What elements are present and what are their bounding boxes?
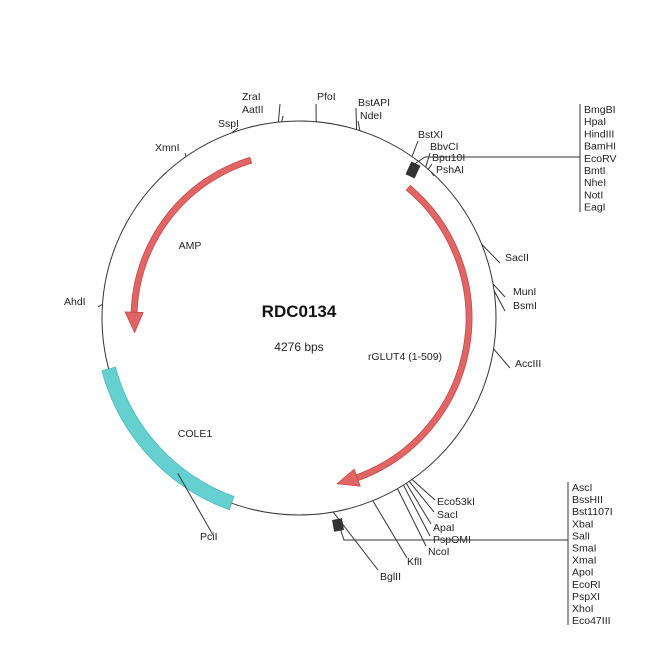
site-tick-muni (492, 283, 506, 298)
site-tick-zrai (277, 103, 281, 123)
site-tick-ahdi (97, 303, 103, 308)
site-label-ndei: NdeI (360, 110, 382, 122)
site-label-ahdi: AhdI (64, 296, 86, 308)
site-label-bstapi: BstAPI (358, 97, 390, 109)
site-label-bsmi: BsmI (513, 300, 537, 312)
mcs-site-label: HpaI (584, 116, 606, 128)
mcs-site-label: SmaI (572, 543, 597, 555)
mcs-site-label: HindIII (584, 128, 614, 140)
backbone-circle (101, 120, 497, 516)
mcs-site-label: Bst1107I (572, 506, 613, 518)
site-tick-bpu10i (427, 163, 433, 170)
site-tick-xmni (184, 152, 187, 157)
site-label-bglii: BglII (380, 571, 401, 583)
site-label-kfli: KflI (407, 556, 422, 568)
mcs-site-label: NotI (584, 189, 603, 201)
mcs-site-label: Eco47III (572, 615, 611, 627)
amp-arrow (124, 156, 253, 334)
mcs-site-label: SalI (572, 530, 590, 542)
site-label-sacii: SacII (505, 252, 529, 264)
mcs-top-leader (412, 156, 580, 166)
site-tick-aatii (281, 115, 284, 122)
mcs-site-label: BssHII (572, 494, 603, 506)
site-tick-ndei (357, 120, 361, 131)
site-tick-bbvci (425, 152, 431, 168)
mcs-site-label: XmaI (572, 555, 597, 567)
mcs-site-label: XhoI (572, 603, 594, 615)
site-tick-kfli (372, 500, 408, 559)
site-tick-sspi (231, 127, 239, 134)
site-tick-ncoi (397, 488, 427, 547)
mcs-site-label: ApoI (572, 567, 594, 579)
cole1-feature (101, 366, 235, 511)
plasmid-size: 4276 bps (274, 340, 323, 354)
mcs-site-label: AscI (572, 482, 592, 494)
mcs-site-label: PspXI (572, 591, 600, 603)
site-label-eco53ki: Eco53kI (437, 496, 475, 508)
site-label-ncoi: NcoI (428, 546, 450, 558)
site-tick-acciii (493, 348, 511, 369)
mcs-site-label: XbaI (572, 518, 594, 530)
mcs-site-label: BamHI (584, 141, 616, 153)
site-label-muni: MunI (513, 286, 536, 298)
site-tick-bstapi (355, 107, 358, 130)
site-label-saci: SacI (437, 509, 458, 521)
site-label-pshai: PshAI (436, 164, 464, 176)
feature-label-rglut4: rGLUT4 (1-509) (368, 351, 442, 363)
feature-label-cole1: COLE1 (178, 428, 213, 440)
site-label-bbvci: BbvCI (430, 141, 459, 153)
site-label-apai: ApaI (433, 522, 455, 534)
mcs-top-marker (405, 161, 421, 179)
mcs-site-label: BmgBI (584, 104, 616, 116)
site-label-xmni: XmnI (155, 142, 180, 154)
site-tick-pspomi (402, 484, 431, 537)
mcs-bottom-leader (339, 527, 568, 541)
site-tick-pcii (177, 472, 214, 536)
site-tick-sacii (481, 243, 501, 264)
site-tick-bsmi (493, 290, 506, 312)
mcs-site-label: EcoRV (584, 153, 617, 165)
site-tick-pshai (430, 171, 435, 177)
site-tick-saci (408, 481, 435, 513)
feature-label-amp: AMP (179, 240, 202, 252)
site-tick-bstxi (411, 140, 419, 157)
site-label-zrai: ZraI (242, 91, 261, 103)
site-label-bpu10i: Bpu10I (432, 152, 465, 164)
plasmid-name: RDC0134 (262, 302, 337, 321)
site-label-aatii: AatII (242, 104, 264, 116)
site-label-sspi: SspI (218, 118, 239, 130)
site-label-pcii: PciI (200, 531, 218, 543)
rglut4-arrow (336, 184, 473, 487)
site-label-acciii: AccIII (515, 358, 541, 370)
mcs-site-label: EcoRI (572, 579, 601, 591)
site-label-pfoi: PfoI (317, 91, 336, 103)
mcs-site-label: BmtI (584, 165, 606, 177)
site-tick-apai (405, 482, 432, 525)
site-tick-eco53ki (411, 479, 436, 501)
site-label-bstxi: BstXI (418, 129, 443, 141)
mcs-site-label: NheI (584, 177, 606, 189)
mcs-site-label: EagI (584, 202, 606, 214)
mcs-bottom-marker (332, 518, 344, 532)
